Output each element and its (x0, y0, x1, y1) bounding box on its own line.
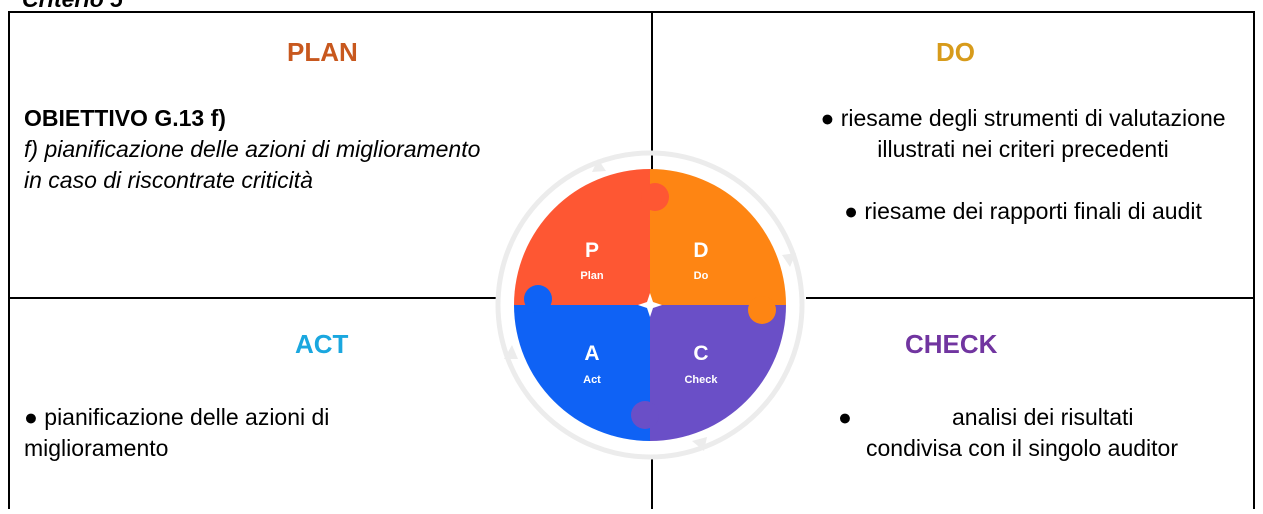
do-knob (748, 296, 776, 324)
check-bullet: ● (838, 404, 852, 430)
act-title: ACT (295, 329, 349, 359)
check-title: CHECK (905, 329, 998, 359)
act-quadrant: ACT ● pianificazione delle azioni di mig… (8, 299, 652, 514)
grid-top-line (8, 11, 1255, 13)
check-letter: C (693, 342, 708, 365)
ring-arrow-bottom-icon (692, 437, 707, 451)
act-letter: A (584, 342, 599, 365)
check-piece (650, 305, 786, 441)
plan-word: Plan (580, 270, 604, 282)
act-item-1: ● pianificazione delle azioni di miglior… (24, 404, 330, 461)
plan-quadrant: PLAN OBIETTIVO G.13 f) f) pianificazione… (8, 11, 652, 299)
grid-center-line-top (651, 11, 653, 183)
plan-description: f) pianificazione delle azioni di miglio… (24, 136, 481, 193)
grid-middle-line-left (8, 297, 498, 299)
do-letter: D (693, 239, 708, 262)
plan-objective: OBIETTIVO G.13 f) (24, 105, 226, 131)
ring-arrow-top-icon (592, 159, 606, 172)
plan-piece (514, 169, 650, 305)
check-quadrant: CHECK ● analisi dei risultati condivisa … (652, 299, 1255, 514)
plan-letter: P (585, 239, 599, 262)
ring-arrow-left-icon (504, 345, 518, 359)
criterion-header: Criterio 5 (22, 0, 123, 13)
grid-right-line (1253, 11, 1255, 509)
grid-center-line-bottom (651, 458, 653, 509)
act-word: Act (583, 374, 601, 386)
plan-knob (641, 183, 669, 211)
center-star-icon (638, 293, 662, 317)
check-item-line-2: condivisa con il singolo auditor (866, 435, 1178, 461)
ring-arrow-right-icon (782, 253, 796, 267)
do-piece (650, 169, 786, 305)
act-knob (524, 285, 552, 313)
pdca-cycle-diagram: P Plan D Do A Act C Check (495, 150, 805, 460)
check-item-line-1: analisi dei risultati (952, 404, 1134, 430)
do-item-2: ● riesame dei rapporti finali di audit (844, 198, 1202, 224)
do-quadrant: DO ● riesame degli strumenti di valutazi… (652, 11, 1255, 299)
grid-middle-line-right (806, 297, 1255, 299)
act-piece (514, 305, 650, 441)
do-word: Do (694, 270, 709, 282)
do-title: DO (936, 37, 975, 67)
do-item-1: ● riesame degli strumenti di valutazione… (820, 105, 1226, 162)
check-word: Check (684, 374, 718, 386)
check-knob (631, 401, 659, 429)
plan-title: PLAN (287, 37, 358, 67)
cycle-outer-ring (495, 150, 805, 460)
grid-left-line (8, 11, 10, 509)
